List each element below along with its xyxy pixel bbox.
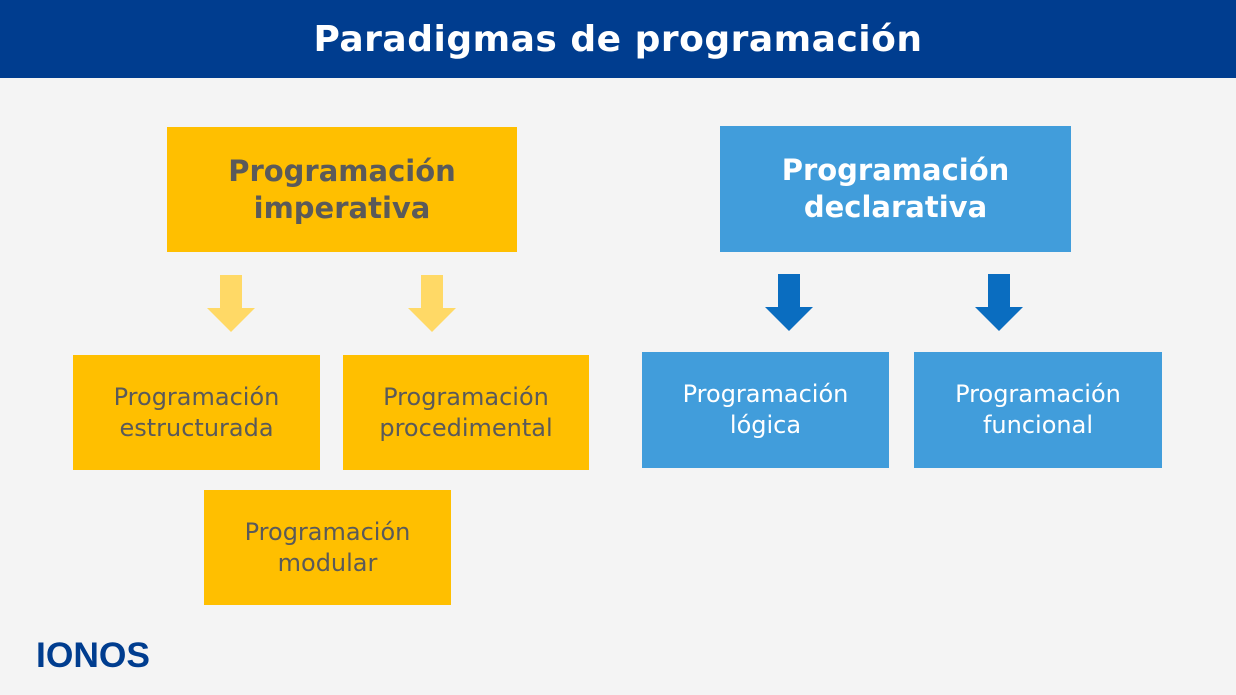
declarative-paradigm-label: Programación declarativa [781,153,1010,224]
functional-programming-box: Programación funcional [914,352,1162,468]
logo-text: IONOS [36,636,150,670]
page-title: Paradigmas de programación [313,18,923,60]
logic-programming-box: Programación lógica [642,352,889,468]
structured-programming-box: Programación estructurada [73,355,320,470]
declarative-paradigm-box: Programación declarativa [720,126,1071,252]
functional-programming-label: Programación funcional [955,380,1121,439]
structured-programming-label: Programación estructurada [113,382,280,442]
ionos-logo: IONOS [36,636,150,670]
imperative-paradigm-box: Programación imperativa [167,127,517,252]
logic-programming-label: Programación lógica [682,380,849,439]
arrow-down-icon [207,275,255,332]
header-banner: Paradigmas de programación [0,0,1236,78]
modular-programming-box: Programación modular [204,490,451,605]
imperative-paradigm-label: Programación imperativa [228,153,456,225]
procedural-programming-label: Programación procedimental [379,382,553,442]
arrow-down-icon [765,274,813,331]
arrow-down-icon [975,274,1023,331]
procedural-programming-box: Programación procedimental [343,355,589,470]
arrow-down-icon [408,275,456,332]
modular-programming-label: Programación modular [244,517,411,577]
